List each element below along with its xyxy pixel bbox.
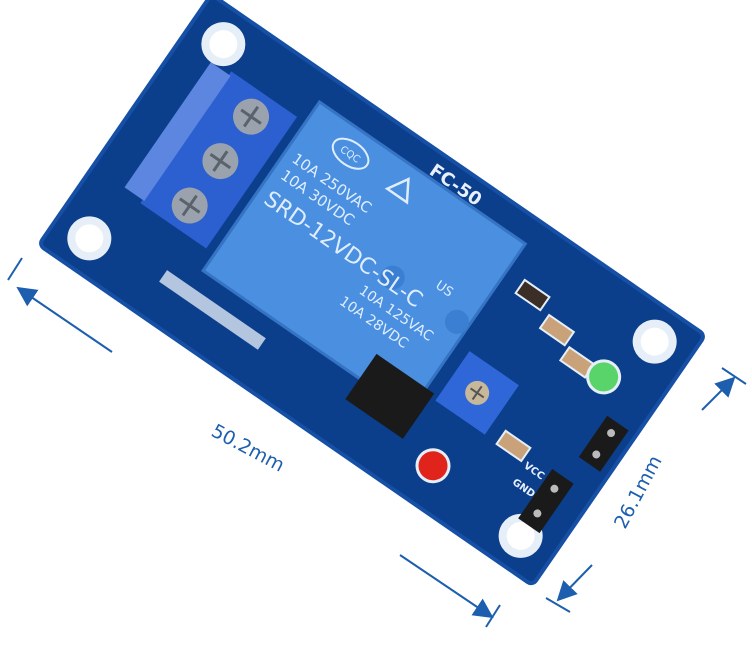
green-led [586,359,622,395]
pin-header-1 [578,415,629,472]
warning-triangle-icon [384,177,410,205]
ic-chip [345,353,435,439]
length-label: 50.2mm [208,420,288,477]
pin-header-2 [518,469,574,534]
screw-terminal [124,62,298,249]
silkscreen-text [159,270,266,350]
relay-module-board: CQC 10A 250VAC 10A 30VDC SRD-12VDC-SL-C … [39,0,705,586]
relay: CQC 10A 250VAC 10A 30VDC SRD-12VDC-SL-C … [201,99,528,415]
red-led [415,448,451,484]
